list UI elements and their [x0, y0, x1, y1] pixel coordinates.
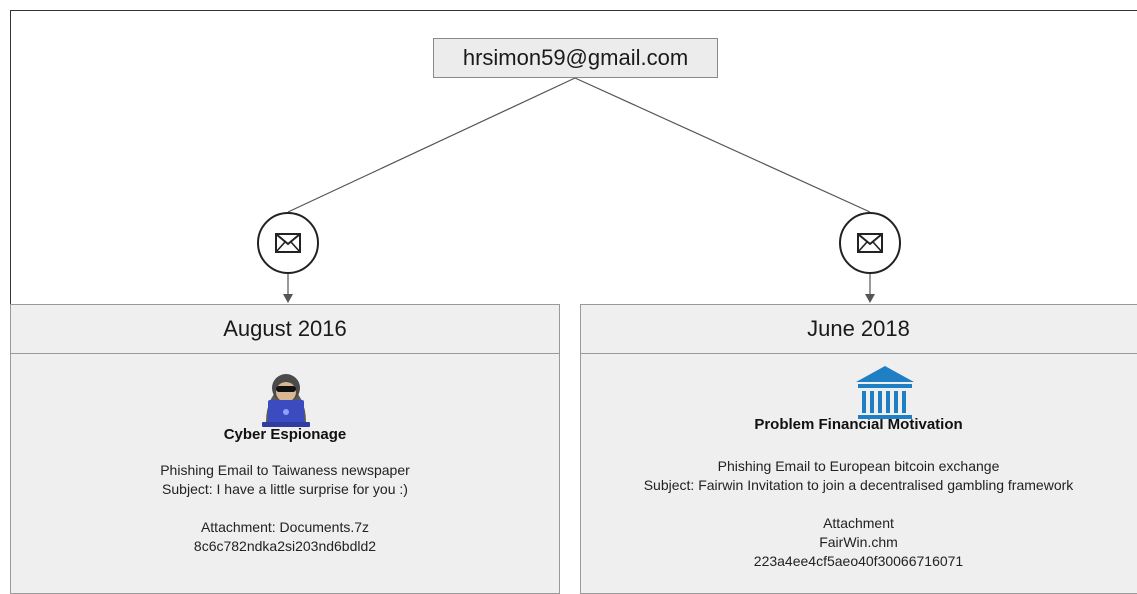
connector-layer	[283, 77, 875, 303]
arrowhead-left	[283, 294, 293, 303]
bank-icon	[856, 366, 914, 419]
panel-title: Cyber Espionage	[223, 426, 347, 443]
email-node-left	[257, 212, 319, 274]
arrowhead-right	[865, 294, 875, 303]
attachment-hash: 8c6c782ndka2si203nd6bdld2	[193, 538, 377, 554]
email-subject-line: Subject: I have a little surprise for yo…	[162, 481, 408, 497]
attachment-label: Attachment	[823, 515, 894, 531]
panel-date-header: August 2016	[11, 305, 559, 354]
panel-title: Problem Financial Motivation	[754, 416, 963, 433]
connector-root-to-left	[287, 77, 576, 213]
email-node-right	[839, 212, 901, 274]
panel-date: August 2016	[223, 316, 347, 341]
attachment-hash: 223a4ee4cf5aeo40f30066716071	[753, 553, 964, 569]
frame-top-border	[10, 10, 1137, 11]
attachment-line: Attachment: Documents.7z	[200, 519, 370, 535]
envelope-icon	[275, 233, 301, 253]
panel-body: Problem Financial Motivation Phishing Em…	[581, 354, 1137, 571]
envelope-icon	[857, 233, 883, 253]
panel-june-2018: June 2018 Problem Financial Motivation P…	[580, 304, 1137, 594]
panel-august-2016: August 2016 Cyber Espionage Phishing Ema…	[10, 304, 560, 594]
panel-date-header: June 2018	[581, 305, 1137, 354]
panel-body: Cyber Espionage Phishing Email to Taiwan…	[11, 354, 559, 556]
attachment-filename: FairWin.chm	[819, 534, 898, 550]
frame-left-border	[10, 10, 11, 304]
connector-root-to-right	[574, 77, 871, 213]
phishing-target-line: Phishing Email to European bitcoin excha…	[717, 458, 1000, 474]
root-email-text: hrsimon59@gmail.com	[462, 45, 689, 70]
hacker-icon	[262, 374, 310, 427]
panel-date: June 2018	[807, 316, 910, 341]
phishing-target-line: Phishing Email to Taiwaness newspaper	[160, 462, 410, 478]
email-subject-line: Subject: Fairwin Invitation to join a de…	[643, 477, 1074, 493]
root-email-node: hrsimon59@gmail.com	[433, 38, 718, 78]
